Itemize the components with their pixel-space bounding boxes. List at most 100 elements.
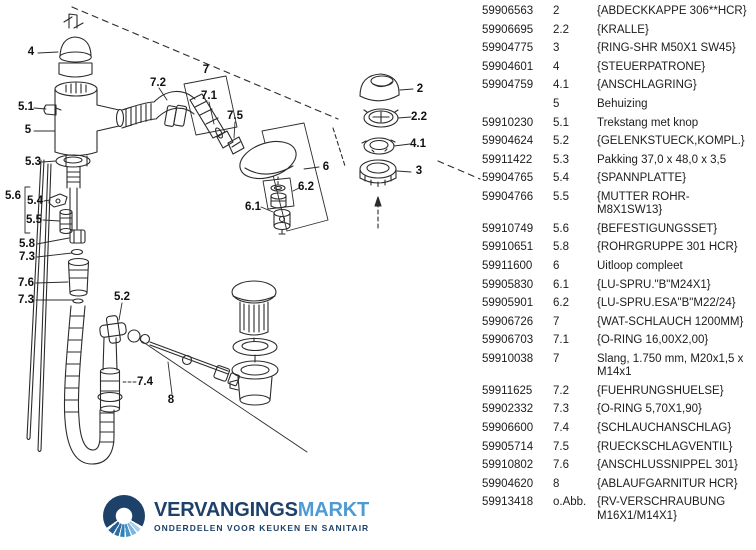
table-row: 59910038 7 Slang, 1.750 mm, M20x1,5 x M14x… <box>482 353 754 379</box>
part-description: {ROHRGRUPPE 301 HCR} <box>597 241 738 254</box>
part-position: 7.2 <box>553 384 569 397</box>
part-number: 59906600 <box>482 422 534 435</box>
part-description: {GELENKSTUECK,KOMPL.} <box>597 135 745 148</box>
part-description: {ANSCHLAGRING} <box>597 79 697 92</box>
logo-name-primary: VERVANGINGS <box>154 498 298 521</box>
logo-text: VERVANGINGSMARKT ONDERDELEN VOOR KEUKEN … <box>154 500 369 533</box>
part-number: 59910038 <box>482 353 534 366</box>
part-callout-7-4: 7.4 <box>137 376 153 388</box>
part-description: {LU-SPRU."B"M24X1} <box>597 278 711 291</box>
part-position: 6.1 <box>553 278 569 291</box>
part-position: 7.1 <box>553 334 569 347</box>
part-position: 5.2 <box>553 135 569 148</box>
part-description: {SPANNPLATTE} <box>597 172 687 185</box>
part-description: {FUEHRUNGSHUELSE} <box>597 384 724 397</box>
part-callout-5: 5 <box>24 124 32 136</box>
part-callout-7-3: 7.3 <box>18 294 34 306</box>
part-position: 6 <box>553 260 560 273</box>
part-description: {MUTTER ROHR-M8X1SW13} <box>597 191 690 217</box>
part-description: {RING-SHR M50X1 SW45} <box>597 42 736 55</box>
part-callout-5-2: 5.2 <box>114 291 130 303</box>
part-number: 59910802 <box>482 459 534 472</box>
part-position: 8 <box>553 477 560 490</box>
part-position: 7.3 <box>553 403 569 416</box>
table-row: 59906703 7.1 {O-RING 16,00X2,00} <box>482 334 754 347</box>
table-row: 59904775 3 {RING-SHR M50X1 SW45} <box>482 42 754 55</box>
part-position: 7.6 <box>553 459 569 472</box>
part-2-cap <box>359 73 400 102</box>
part-callout-6-1: 6.1 <box>245 201 261 213</box>
part-position: 7 <box>553 353 560 366</box>
part-number: 59911422 <box>482 153 533 166</box>
part-7-4-hose-stop <box>97 337 123 413</box>
part-position: 5.8 <box>553 241 569 254</box>
part-position: 2.2 <box>553 23 569 36</box>
part-description: Slang, 1.750 mm, M20x1,5 x M14x1 <box>597 353 744 379</box>
part-position: 2 <box>553 5 560 17</box>
part-callout-5-5: 5.5 <box>26 214 42 226</box>
part-callout-7-5: 7.5 <box>227 110 243 122</box>
part-5-5-nut <box>59 208 73 235</box>
part-7-3-oring-b <box>72 298 84 304</box>
part-callout-7-2: 7.2 <box>150 77 166 89</box>
part-callout-6: 6 <box>322 161 330 173</box>
part-description: {ABDECKKAPPE 306**HCR} <box>597 5 747 17</box>
table-row: 59904624 5.2 {GELENKSTUECK,KOMPL.} <box>482 135 754 148</box>
table-row: 59910802 7.6 {ANSCHLUSSNIPPEL 301} <box>482 459 754 472</box>
part-5-2-joint <box>99 315 151 345</box>
part-callout-5-4: 5.4 <box>27 195 43 207</box>
part-callout-4-1: 4.1 <box>410 138 426 150</box>
part-description: {O-RING 16,00X2,00} <box>597 334 709 347</box>
part-description: Uitloop compleet <box>597 260 683 273</box>
part-position: 5.6 <box>553 222 569 235</box>
part-6-spout-group <box>239 122 329 235</box>
logo-icon <box>103 495 145 537</box>
part-number: 59913418 <box>482 496 534 509</box>
part-number: 59910749 <box>482 222 534 235</box>
part-description: {KRALLE} <box>597 23 649 36</box>
part-number: 59905901 <box>482 297 534 310</box>
logo-name-secondary: MARKT <box>297 498 369 521</box>
part-callout-2: 2 <box>416 83 424 95</box>
mounting-plane-dashed-line <box>71 6 339 120</box>
part-callout-4: 4 <box>27 46 35 58</box>
part-number: 59904624 <box>482 135 534 148</box>
table-row: 59905830 6.1 {LU-SPRU."B"M24X1} <box>482 279 754 292</box>
part-number: 59905830 <box>482 278 534 291</box>
part-callout-5-6: 5.6 <box>5 190 21 202</box>
part-callout-7-6: 7.6 <box>18 277 34 289</box>
part-number: 59904775 <box>482 42 534 55</box>
part-callout-8: 8 <box>167 394 175 406</box>
part-number: 59906703 <box>482 334 534 347</box>
part-callout-5-3: 5.3 <box>25 156 41 168</box>
part-5-body <box>54 81 125 167</box>
part-8-drain-assembly <box>229 280 279 406</box>
part-number: 59904620 <box>482 477 534 490</box>
part-5-8-connector <box>69 229 86 244</box>
part-description: {ANSCHLUSSNIPPEL 301} <box>597 459 738 472</box>
part-callout-7-1: 7.1 <box>201 90 217 102</box>
part-7-connector-group <box>183 75 245 155</box>
part-position: 3 <box>553 42 560 55</box>
assembly-arrow <box>374 196 382 229</box>
pullout-hose <box>63 305 115 465</box>
vervangingsmarkt-logo[interactable]: VERVANGINGSMARKT ONDERDELEN VOOR KEUKEN … <box>103 495 369 537</box>
part-number: 59904766 <box>482 191 534 204</box>
part-position: 4 <box>553 60 560 73</box>
part-4-1-stop-ring <box>361 137 396 155</box>
part-description: {SCHLAUCHANSCHLAG} <box>597 422 732 435</box>
part-description: Trekstang met knop <box>597 116 699 129</box>
